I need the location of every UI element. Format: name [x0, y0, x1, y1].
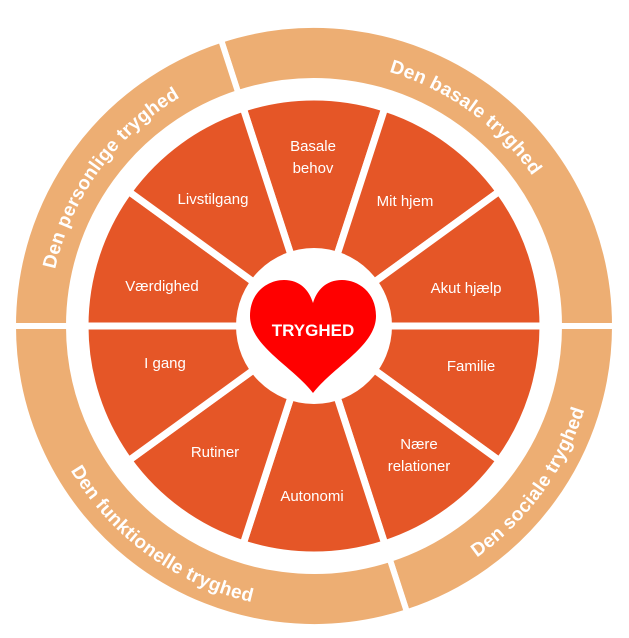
center-label: TRYGHED: [272, 321, 355, 340]
segment-label-akut-hjaelp: Akut hjælp: [431, 280, 502, 297]
ring-quadrant-personal: [9, 35, 243, 329]
inner-wheel: [81, 93, 547, 559]
segment-label-vaerdighed: Værdighed: [125, 278, 198, 295]
segment-label-i-gang: I gang: [144, 355, 186, 372]
segment-label-familie: Familie: [447, 358, 495, 375]
segment-label-autonomi: Autonomi: [280, 488, 343, 505]
outer-ring: [9, 22, 619, 630]
segment-label-livstilgang: Livstilgang: [178, 191, 249, 208]
segment-label-mit-hjem: Mit hjem: [377, 193, 434, 210]
segment-label-rutiner: Rutiner: [191, 444, 239, 461]
heart-icon: [250, 280, 376, 393]
